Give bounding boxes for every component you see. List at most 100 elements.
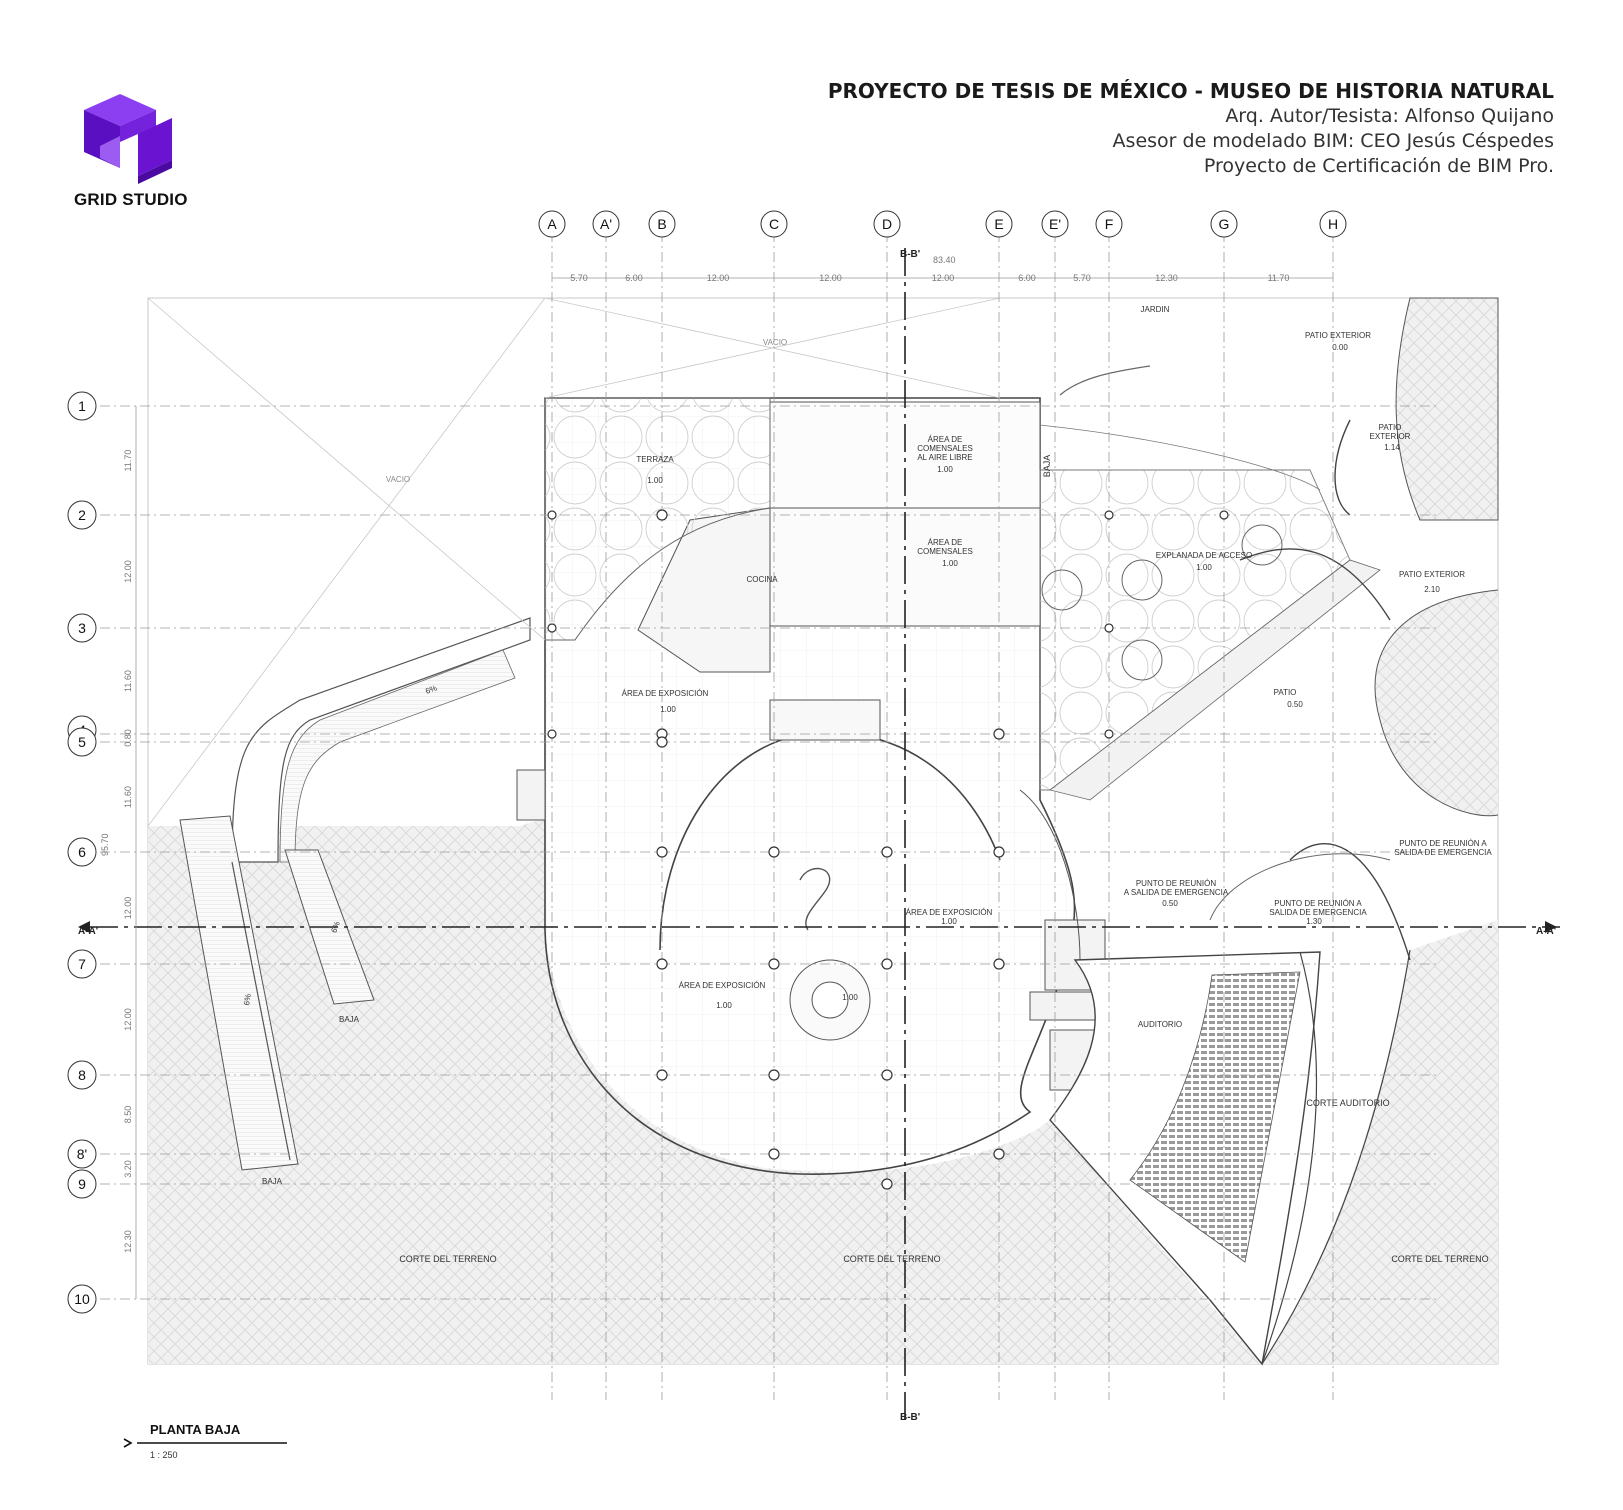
section-b-bottom-label: B-B'	[900, 1412, 920, 1423]
structural-columns	[547, 509, 1229, 1190]
exposicion-2-level: 1.00	[941, 917, 957, 926]
patio-level: 0.50	[1287, 700, 1303, 709]
building-footprint	[516, 397, 1121, 1175]
grid-row-bubble-3: 3	[67, 613, 97, 643]
grid-column-bubble-H: H	[1319, 210, 1347, 238]
grid-column-label: E'	[1049, 216, 1061, 232]
row-spacing-label: 12.00	[123, 897, 133, 920]
corte-terreno-2-label: CORTE DEL TERRENO	[843, 1254, 940, 1264]
grid-column-label: A	[547, 216, 557, 232]
cocina-label: COCINA	[746, 575, 778, 584]
grid-column-label: E	[994, 216, 1003, 232]
column-spacing-label: 6.00	[625, 273, 643, 283]
column-spacing-label: 12.30	[1155, 273, 1178, 283]
grid-row-label: 6	[78, 844, 86, 860]
total-dimension: 83.40	[933, 255, 956, 265]
grid-row-label: 8	[78, 1067, 86, 1083]
stair-level: 1.00	[842, 993, 858, 1002]
punto-reunion-1-level: 0.50	[1162, 899, 1178, 908]
row-spacing-label: 0.80	[123, 729, 133, 747]
punto-reunion-2-level: 1.30	[1306, 917, 1322, 926]
patio-exterior-3-level: 2.10	[1424, 585, 1440, 594]
certification-line: Proyecto de Certificación de BIM Pro.	[1203, 155, 1554, 177]
row-spacing-label: 8.50	[123, 1106, 133, 1124]
grid-column-bubble-E: E	[985, 210, 1013, 238]
grid-row-label: 2	[78, 507, 86, 523]
patio-label: PATIO	[1274, 688, 1297, 697]
row-spacing-label: 11.60	[123, 786, 133, 808]
grid-column-label: A'	[600, 216, 612, 232]
grid-column-bubble-D: D	[873, 210, 901, 238]
project-title: PROYECTO DE TESIS DE MÉXICO - MUSEO DE H…	[827, 79, 1554, 103]
row-spacing-label: 11.70	[123, 450, 133, 472]
ramp-slope-3: 6%	[329, 920, 341, 934]
patio-exterior-3-label: PATIO EXTERIOR	[1399, 570, 1465, 579]
grid-column-bubble-B: B	[648, 210, 676, 238]
view-title: PLANTA BAJA	[150, 1422, 241, 1437]
auditorio-label: AUDITORIO	[1138, 1020, 1182, 1029]
grid-row-label: 7	[78, 956, 86, 972]
ramp-slope-1: 6%	[424, 683, 438, 695]
grid-column-bubble-E': E'	[1041, 210, 1069, 238]
grid-row-label: 1	[78, 398, 86, 414]
auditorium-block	[1049, 949, 1411, 1366]
grid-column-bubble-G: G	[1210, 210, 1238, 238]
section-a-left-label: A-A'	[78, 926, 98, 937]
column-spacing-label: 12.00	[932, 273, 955, 283]
grid-column-bubble-A: A	[538, 210, 566, 238]
grid-studio-cube-logo-icon	[84, 94, 172, 184]
row-spacing-label: 12.30	[123, 1230, 133, 1253]
author-line: Arq. Autor/Tesista: Alfonso Quijano	[1225, 105, 1554, 127]
grid-column-bubble-F: F	[1095, 210, 1123, 238]
advisor-line: Asesor de modelado BIM: CEO Jesús Césped…	[1112, 130, 1554, 152]
baja-label-3: BAJA	[1042, 455, 1052, 478]
grid-row-label: 9	[78, 1176, 86, 1192]
grid-row-label: 10	[74, 1291, 90, 1307]
explanada-level: 1.00	[1196, 563, 1212, 572]
column-spacing-label: 12.00	[707, 273, 730, 283]
exposicion-2-label: ÁREA DE EXPOSICIÓN	[906, 908, 993, 917]
grid-column-label: C	[769, 216, 779, 232]
grid-row-bubble-1: 1	[67, 391, 97, 421]
section-lines	[90, 248, 1560, 1420]
grid-column-label: D	[882, 216, 892, 232]
corte-auditorio-label: CORTE AUDITORIO	[1306, 1098, 1389, 1108]
ramp-slope-2: 6%	[242, 993, 253, 1006]
section-a-right-label: A-A'	[1536, 926, 1556, 937]
terrain-cut-hatch	[148, 818, 1262, 1364]
row-spacing-label: 3.20	[123, 1160, 133, 1178]
grid-row-bubble-5: 5	[67, 727, 97, 757]
column-spacing-label: 6.00	[1018, 273, 1036, 283]
row-spacing-label: 12.00	[123, 1008, 133, 1031]
grid-row-label: 3	[78, 620, 86, 636]
exposicion-3-label: ÁREA DE EXPOSICIÓN	[679, 981, 766, 990]
grid-row-bubble-10: 10	[67, 1284, 97, 1314]
column-spacing-label: 12.00	[819, 273, 842, 283]
row-spacing-label: 12.00	[123, 560, 133, 583]
comensales-aire-level: 1.00	[937, 465, 953, 474]
patio-exterior-1-level: 0.00	[1332, 343, 1348, 352]
grid-column-bubble-C: C	[760, 210, 788, 238]
vacio-label-2: VACIO	[763, 338, 787, 347]
grid-column-label: H	[1328, 216, 1338, 232]
grid-row-bubble-2: 2	[67, 500, 97, 530]
terraza-label: TERRAZA	[636, 455, 674, 464]
grid-column-label: B	[657, 216, 666, 232]
column-spacing-label: 11.70	[1268, 273, 1290, 283]
total-row-dimension: 95.70	[100, 833, 110, 856]
exposicion-3-level: 1.00	[716, 1001, 732, 1010]
grid-row-label: 8'	[77, 1146, 87, 1162]
grid-row-bubble-8: 8	[67, 1060, 97, 1090]
jardin-label: JARDIN	[1141, 305, 1170, 314]
title-block: PROYECTO DE TESIS DE MÉXICO - MUSEO DE H…	[828, 78, 1554, 179]
grid-column-label: F	[1105, 216, 1114, 232]
grid-row-bubble-8': 8'	[67, 1139, 97, 1169]
grid-column-label: G	[1219, 216, 1230, 232]
